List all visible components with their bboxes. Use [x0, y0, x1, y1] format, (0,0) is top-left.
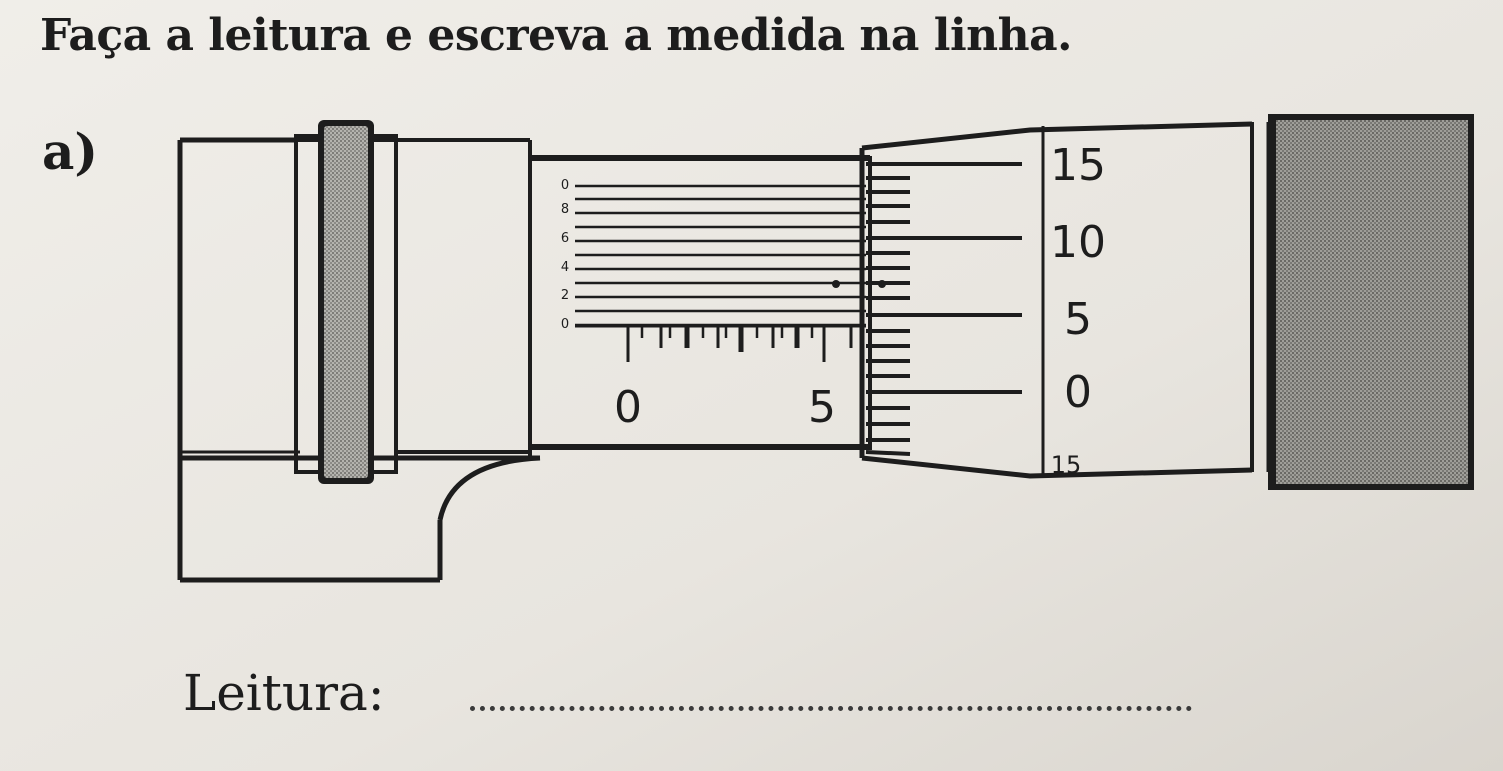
thimble-graduations: [865, 162, 1022, 456]
micrometer-frame: [177, 137, 541, 583]
thimble-number: 10: [1050, 217, 1106, 268]
thimble-number: 15: [1051, 451, 1082, 479]
item-label: a): [42, 122, 99, 181]
vernier-number: 0: [561, 317, 569, 332]
vernier-number: 0: [561, 178, 569, 193]
vernier-number: 6: [561, 231, 569, 246]
vernier-numbers: 0 8 6 4 2 0: [561, 178, 569, 332]
answer-label: Leitura:: [183, 664, 385, 722]
thimble-number: 15: [1050, 140, 1106, 191]
vernier-number: 4: [561, 260, 569, 275]
vernier-scale-lines: [575, 184, 866, 327]
main-scale-numbers: 0 5: [614, 382, 836, 433]
thimble-number: 5: [1064, 294, 1092, 345]
main-scale-number: 0: [614, 382, 642, 433]
answer-line[interactable]: [470, 706, 1192, 711]
barrel: [396, 138, 532, 458]
ratchet-knob: [1268, 114, 1474, 490]
vernier-number: 2: [561, 288, 569, 303]
instruction-text: Faça a leitura e escreva a medida na lin…: [40, 10, 1073, 61]
main-scale-number: 5: [808, 382, 836, 433]
sleeve: [528, 155, 872, 450]
main-scale: [575, 324, 866, 362]
vernier-number: 8: [561, 202, 569, 217]
thimble-numbers: 15 10 5 0 15: [1050, 140, 1106, 479]
lock-ring: [294, 120, 398, 484]
thimble-number: 0: [1064, 367, 1092, 418]
